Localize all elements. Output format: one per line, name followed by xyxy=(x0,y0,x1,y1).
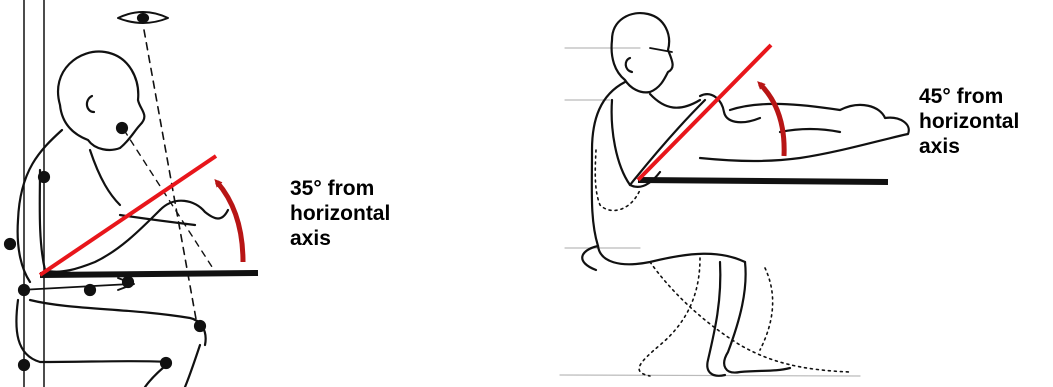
left-lower-leg xyxy=(185,345,200,387)
eye-to-book-dashed xyxy=(124,130,214,270)
left-seated-figure xyxy=(5,0,228,387)
joint-marker xyxy=(117,123,127,133)
right-shin xyxy=(707,262,725,376)
left-head xyxy=(58,52,144,150)
left-angle-arrow xyxy=(217,182,243,262)
faint-background-line xyxy=(560,375,860,376)
left-ear xyxy=(87,96,94,112)
joint-marker xyxy=(5,239,15,249)
dotted-leg-alt-2 xyxy=(639,258,700,376)
left-angle-line xyxy=(40,156,216,275)
left-angle-label-line-2: horizontal xyxy=(290,201,390,226)
joint-marker xyxy=(39,172,49,182)
right-head xyxy=(612,13,673,92)
left-desk-surface xyxy=(40,273,258,275)
eye-pupil xyxy=(138,14,148,22)
right-angle-line xyxy=(638,45,771,180)
right-angle-label-line-1: 45° from xyxy=(919,84,1019,109)
reclining-figure xyxy=(700,104,909,161)
right-chest xyxy=(650,94,700,108)
left-arm xyxy=(40,170,160,272)
dotted-leg-alt xyxy=(650,262,850,372)
reclining-figure-arm xyxy=(780,129,840,132)
left-forearm-lower xyxy=(120,215,195,225)
right-forearm xyxy=(630,100,705,185)
line-of-sight-dashed xyxy=(144,30,198,330)
right-seat-under xyxy=(582,246,598,270)
right-angle-label-line-3: axis xyxy=(919,134,1019,159)
right-desk-surface xyxy=(638,180,888,182)
joint-marker xyxy=(195,321,205,331)
right-thigh xyxy=(598,246,745,264)
right-angle-label-line-2: horizontal xyxy=(919,109,1019,134)
left-angle-label-line-3: axis xyxy=(290,226,390,251)
left-angle-label-line-1: 35° from xyxy=(290,176,390,201)
left-hand xyxy=(160,201,228,219)
right-upper-arm xyxy=(612,100,660,187)
right-ear xyxy=(626,58,632,72)
dotted-leg-alt-3 xyxy=(760,268,773,350)
right-lower-leg xyxy=(724,262,790,373)
right-angle-arrow xyxy=(760,84,784,156)
joint-marker xyxy=(19,360,29,370)
right-angle-label: 45° from horizontal axis xyxy=(919,84,1019,159)
left-angle-label: 35° from horizontal axis xyxy=(290,176,390,251)
left-thigh xyxy=(30,300,206,345)
right-seated-figure xyxy=(560,13,909,376)
left-horizontal-arrow xyxy=(20,284,130,290)
left-chest xyxy=(90,150,120,205)
joint-marker xyxy=(161,358,171,368)
